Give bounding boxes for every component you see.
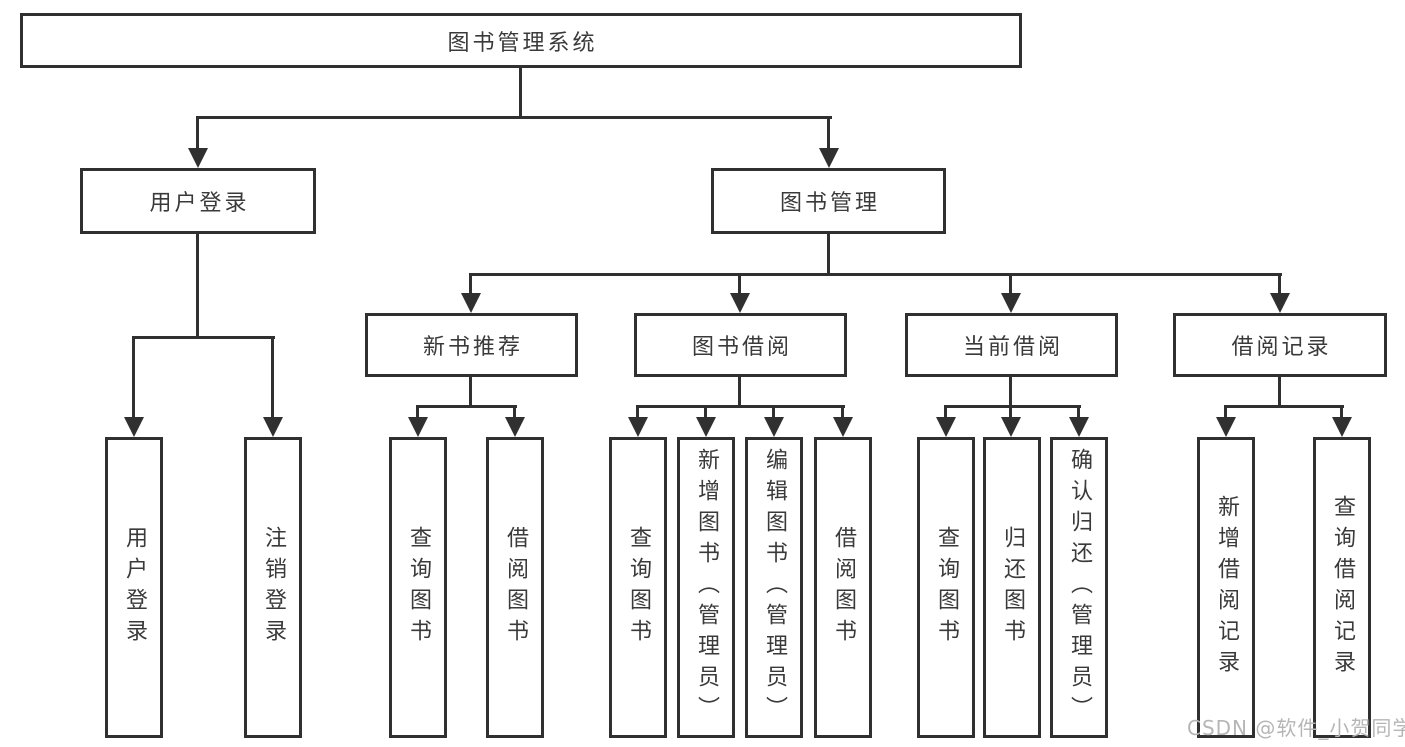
arrow-down-icon bbox=[819, 148, 839, 168]
node-book-borrowing: 图书借阅 bbox=[634, 313, 847, 377]
connector-root-bar bbox=[196, 116, 832, 119]
connector-mgmt-drop bbox=[738, 274, 741, 297]
arrow-down-icon bbox=[1216, 417, 1236, 437]
node-label: 图书管理 bbox=[779, 191, 880, 216]
connector-user-login-drop bbox=[196, 116, 199, 152]
node-label: 注销登录 bbox=[261, 525, 286, 650]
node-user-login-action: 用户登录 bbox=[105, 437, 163, 738]
node-label: 归还图书 bbox=[1000, 525, 1025, 650]
connector-recommend-drop bbox=[513, 406, 516, 420]
node-label: 查询借阅记录 bbox=[1330, 494, 1355, 681]
connector-login-drop bbox=[271, 336, 274, 419]
connector-borrow-drop bbox=[636, 406, 639, 420]
node-library-management-system: 图书管理系统 bbox=[20, 13, 1022, 68]
connector-mgmt-drop bbox=[469, 274, 472, 297]
connector-login-drop bbox=[132, 336, 135, 419]
connector-login-bar bbox=[132, 336, 275, 339]
node-add-books-admin: 新增图书（管理员） bbox=[677, 437, 735, 738]
arrow-down-icon bbox=[188, 148, 208, 168]
connector-current-drop bbox=[1009, 406, 1012, 420]
node-label: 查询图书 bbox=[406, 525, 431, 650]
node-label: 借阅图书 bbox=[831, 525, 856, 650]
connector-book-mgmt-drop bbox=[827, 116, 830, 152]
arrow-down-icon bbox=[764, 417, 784, 437]
node-edit-books-admin: 编辑图书（管理员） bbox=[745, 437, 803, 738]
node-logout-action: 注销登录 bbox=[244, 437, 302, 738]
node-add-borrow-record: 新增借阅记录 bbox=[1197, 437, 1255, 738]
connector-current-drop bbox=[1077, 406, 1080, 420]
node-label: 图书管理系统 bbox=[447, 30, 598, 56]
node-borrowing-records: 借阅记录 bbox=[1173, 313, 1387, 377]
arrow-down-icon bbox=[263, 417, 283, 437]
node-label: 图书借阅 bbox=[691, 335, 792, 360]
connector-current-stem bbox=[1009, 377, 1012, 407]
connector-recommend-stem bbox=[469, 377, 472, 407]
node-label: 新增图书（管理员） bbox=[694, 448, 719, 727]
node-user-login: 用户登录 bbox=[80, 168, 316, 234]
connector-borrow-stem bbox=[738, 377, 741, 407]
node-query-books-borrow: 查询图书 bbox=[609, 437, 667, 738]
arrow-down-icon bbox=[1332, 417, 1352, 437]
node-confirm-return-admin: 确认归还（管理员） bbox=[1050, 437, 1108, 738]
arrow-down-icon bbox=[408, 417, 428, 437]
connector-borrow-drop bbox=[841, 406, 844, 420]
node-borrow-books-recommend: 借阅图书 bbox=[486, 437, 544, 738]
connector-borrow-drop bbox=[772, 406, 775, 420]
connector-login-stem bbox=[196, 234, 199, 337]
connector-recommend-bar bbox=[416, 405, 517, 408]
connector-root-stem bbox=[519, 68, 522, 117]
connector-borrow-bar bbox=[636, 405, 845, 408]
connector-records-drop bbox=[1340, 406, 1343, 420]
node-label: 当前借阅 bbox=[962, 335, 1063, 360]
arrow-down-icon bbox=[628, 417, 648, 437]
connector-mgmt-bar bbox=[469, 273, 1282, 276]
connector-mgmt-drop bbox=[1278, 274, 1281, 297]
connector-records-stem bbox=[1278, 377, 1281, 407]
connector-current-drop bbox=[944, 406, 947, 420]
node-book-management: 图书管理 bbox=[711, 168, 946, 234]
arrow-down-icon bbox=[1270, 293, 1290, 313]
connector-records-bar bbox=[1224, 405, 1344, 408]
arrow-down-icon bbox=[124, 417, 144, 437]
node-label: 查询图书 bbox=[626, 525, 651, 650]
connector-mgmt-stem bbox=[827, 234, 830, 275]
node-query-books-recommend: 查询图书 bbox=[389, 437, 447, 738]
node-current-borrowing: 当前借阅 bbox=[905, 313, 1118, 377]
node-label: 确认归还（管理员） bbox=[1067, 448, 1092, 727]
node-label: 借阅记录 bbox=[1231, 335, 1332, 360]
csdn-watermark: CSDN @软件_小贺同学 bbox=[1187, 716, 1405, 740]
node-new-book-recommendation: 新书推荐 bbox=[365, 313, 578, 377]
arrow-down-icon bbox=[1069, 417, 1089, 437]
node-label: 用户登录 bbox=[122, 525, 147, 650]
arrow-down-icon bbox=[696, 417, 716, 437]
node-label: 查询图书 bbox=[934, 525, 959, 650]
arrow-down-icon bbox=[936, 417, 956, 437]
node-label: 新书推荐 bbox=[422, 335, 523, 360]
arrow-down-icon bbox=[730, 293, 750, 313]
node-return-books: 归还图书 bbox=[983, 437, 1041, 738]
arrow-down-icon bbox=[1001, 417, 1021, 437]
node-label: 借阅图书 bbox=[503, 525, 528, 650]
arrow-down-icon bbox=[461, 293, 481, 313]
connector-borrow-drop bbox=[704, 406, 707, 420]
connector-recommend-drop bbox=[416, 406, 419, 420]
arrow-down-icon bbox=[833, 417, 853, 437]
node-label: 新增借阅记录 bbox=[1214, 494, 1239, 681]
connector-records-drop bbox=[1224, 406, 1227, 420]
arrow-down-icon bbox=[505, 417, 525, 437]
arrow-down-icon bbox=[1001, 293, 1021, 313]
node-borrow-books-borrow: 借阅图书 bbox=[814, 437, 872, 738]
node-query-books-current: 查询图书 bbox=[917, 437, 975, 738]
node-label: 用户登录 bbox=[149, 191, 250, 216]
connector-mgmt-drop bbox=[1009, 274, 1012, 297]
connector-current-bar bbox=[944, 405, 1081, 408]
node-query-borrow-record: 查询借阅记录 bbox=[1313, 437, 1371, 738]
node-label: 编辑图书（管理员） bbox=[762, 448, 787, 727]
